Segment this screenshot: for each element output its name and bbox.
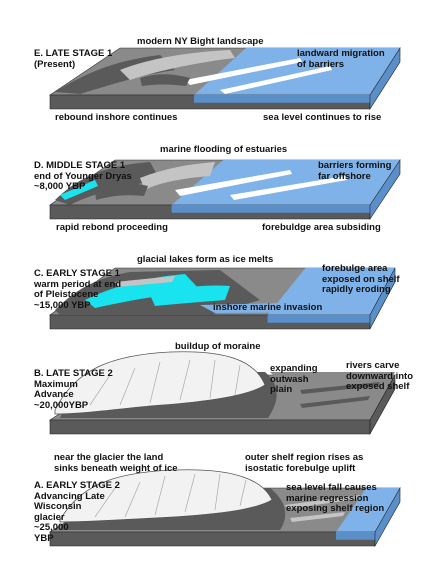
panel-e-landform-1 bbox=[120, 50, 235, 80]
panel-d-landform-5 bbox=[95, 182, 148, 200]
panel-d-sea bbox=[171, 160, 400, 205]
panel-d-bottom-left-label: rapid rebond proceeding bbox=[56, 222, 168, 233]
panel-b-landform-3 bbox=[300, 396, 370, 408]
panel-d-landform-3 bbox=[175, 170, 292, 196]
panel-e-landform-4 bbox=[140, 74, 190, 86]
panel-e-front-sea bbox=[194, 95, 370, 103]
panel-d-side-face bbox=[369, 159, 401, 220]
panel-e-landform-2 bbox=[185, 58, 302, 85]
panel-d-landform-0 bbox=[55, 162, 160, 205]
panel-b-landform-4 bbox=[54, 351, 266, 415]
panel-e-bottom-right-label: sea level continues to rise bbox=[263, 112, 382, 123]
panel-c-landform-3 bbox=[115, 276, 175, 287]
panel-a-landform-2 bbox=[290, 512, 345, 522]
panel-d-landform-2 bbox=[140, 162, 215, 190]
panel-c-side-face bbox=[369, 267, 396, 330]
panel-b-top-center-label: buildup of moraine bbox=[175, 341, 261, 352]
panel-c-front-sea bbox=[267, 315, 370, 323]
panel-d-landform-4 bbox=[230, 176, 347, 200]
panel-e-title: E. LATE STAGE 1(Present) bbox=[34, 48, 113, 70]
panel-a-landform-4 bbox=[94, 473, 247, 518]
panel-e-top-center-label: modern NY Bight landscape bbox=[137, 36, 264, 47]
panel-e-side-face bbox=[369, 46, 401, 111]
panel-b-landform-5 bbox=[89, 359, 241, 406]
panel-d-bottom-right-label: forebuldge area subsiding bbox=[262, 222, 381, 233]
panel-e-bottom-left-label: rebound inshore continues bbox=[55, 112, 178, 123]
panel-a-front-sea bbox=[336, 532, 375, 540]
panel-c-top-center-label: glacial lakes form as ice melts bbox=[137, 254, 274, 265]
panel-c-landform-2 bbox=[150, 285, 230, 306]
panel-e-sea bbox=[194, 48, 400, 95]
panel-d-landform-1 bbox=[60, 180, 98, 200]
panel-b-landform-2 bbox=[300, 382, 380, 394]
panel-d-top-center-label: marine flooding of estuaries bbox=[160, 144, 288, 155]
panel-e-landform-3 bbox=[220, 66, 332, 94]
panel-c-inner-label: inshore marine invasion bbox=[213, 302, 323, 313]
panel-d-front-sea bbox=[171, 205, 370, 213]
panel-a-side-face bbox=[374, 486, 401, 548]
panel-b-side-face bbox=[369, 373, 396, 436]
panel-a-landform-1 bbox=[285, 495, 360, 509]
panel-b-landform-1 bbox=[268, 372, 395, 418]
panel-c-landform-4 bbox=[200, 302, 360, 313]
panel-c-landform-1 bbox=[85, 274, 200, 308]
panel-a-sea bbox=[336, 488, 400, 532]
